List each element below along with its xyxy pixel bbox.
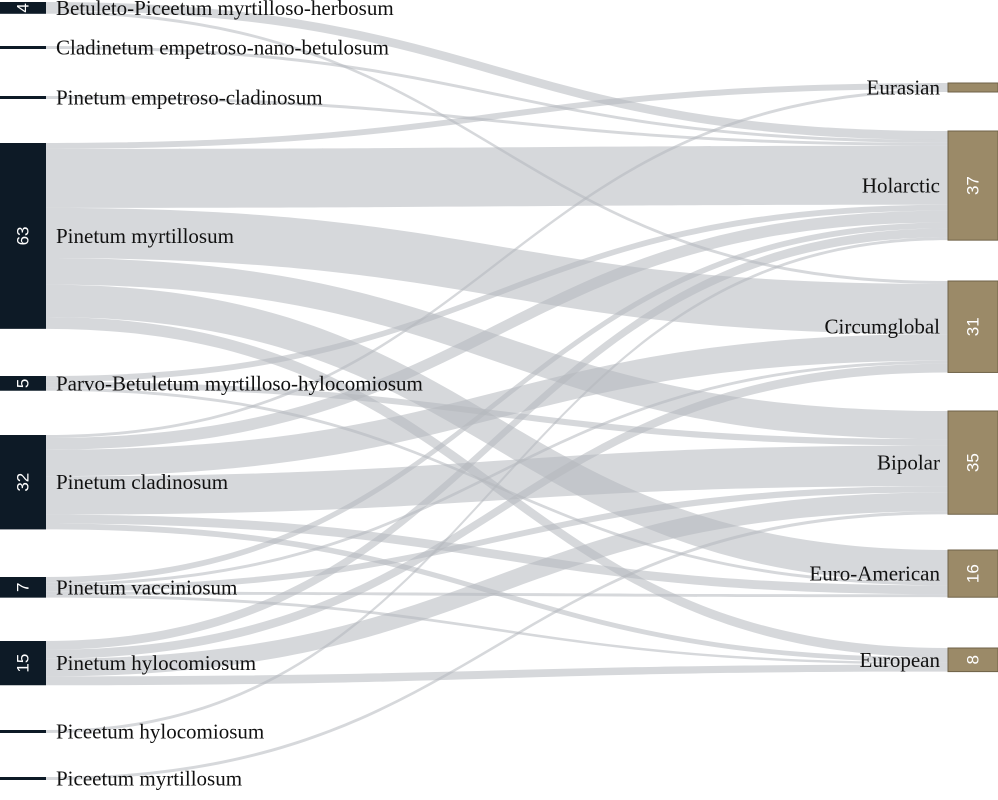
target-label: Holarctic bbox=[862, 174, 940, 198]
flow-pinetum-hylocomiosum-to-circumglobal bbox=[46, 363, 948, 659]
node-layer bbox=[0, 2, 998, 780]
source-value: 7 bbox=[14, 583, 33, 592]
flow-pinetum-hylocomiosum-to-bipolar bbox=[46, 492, 948, 677]
flow-pinetum-empetroso-cladinosum-to-holarctic bbox=[46, 96, 948, 146]
source-label: Pinetum myrtillosum bbox=[56, 224, 234, 248]
source-value: 15 bbox=[14, 654, 33, 673]
flow-pinetum-vacciniosum-to-euro-american bbox=[46, 591, 948, 598]
source-node-pinetum-myrtillosum bbox=[0, 143, 46, 329]
source-value: 5 bbox=[14, 379, 33, 388]
flow-pinetum-cladinosum-to-bipolar bbox=[46, 445, 948, 515]
flow-pinetum-myrtillosum-to-circumglobal bbox=[46, 207, 948, 335]
source-node-pinetum-vacciniosum bbox=[0, 577, 46, 598]
source-value: 4 bbox=[14, 3, 33, 12]
target-node-euro-american bbox=[947, 549, 998, 598]
target-label: Circumglobal bbox=[825, 315, 941, 339]
source-label: Parvo-Betuletum myrtilloso-hylocomiosum bbox=[56, 371, 423, 395]
flow-pinetum-cladinosum-to-holarctic bbox=[46, 210, 948, 450]
flow-pinetum-vacciniosum-to-holarctic bbox=[46, 222, 948, 583]
source-node-pinetum-cladinosum bbox=[0, 435, 46, 530]
flow-layer bbox=[46, 2, 948, 780]
flow-betuleto-piceetum-myrtilloso-herbosum-to-holarctic bbox=[46, 2, 948, 140]
flow-pinetum-cladinosum-to-euro-american bbox=[46, 514, 948, 595]
flow-piceetum-myrtillosum-to-bipolar bbox=[46, 511, 948, 780]
source-node-betuleto-piceetum-myrtilloso-herbosum bbox=[0, 2, 46, 14]
flow-pinetum-myrtillosum-to-euro-american bbox=[46, 284, 948, 583]
source-label: Pinetum cladinosum bbox=[56, 470, 228, 494]
source-label: Piceetum myrtillosum bbox=[56, 767, 242, 791]
target-label: Euro-American bbox=[809, 562, 940, 586]
target-node-european bbox=[947, 647, 998, 673]
flow-cladinetum-empetroso-nano-betulosum-to-holarctic bbox=[46, 46, 948, 143]
flow-pinetum-cladinosum-to-eurasian bbox=[46, 89, 948, 438]
flow-pinetum-hylocomiosum-to-holarctic bbox=[46, 228, 948, 650]
source-node-cladinetum-empetroso-nano-betulosum bbox=[0, 46, 46, 49]
source-label: Pinetum hylocomiosum bbox=[56, 651, 256, 675]
flow-pinetum-vacciniosum-to-european bbox=[46, 594, 948, 665]
target-value: 8 bbox=[964, 655, 983, 664]
source-label: Betuleto-Piceetum myrtilloso-herbosum bbox=[56, 0, 394, 20]
source-node-piceetum-myrtillosum bbox=[0, 777, 46, 780]
source-node-piceetum-hylocomiosum bbox=[0, 730, 46, 733]
source-node-pinetum-hylocomiosum bbox=[0, 641, 46, 686]
flow-piceetum-hylocomiosum-to-holarctic bbox=[46, 237, 948, 733]
flow-pinetum-myrtillosum-to-bipolar bbox=[46, 258, 948, 440]
target-value: 35 bbox=[964, 453, 983, 472]
flow-pinetum-myrtillosum-to-holarctic bbox=[46, 145, 948, 208]
label-layer: Betuleto-Piceetum myrtilloso-herbosum 4Cl… bbox=[14, 0, 983, 791]
target-label: Eurasian bbox=[867, 76, 941, 100]
flow-pinetum-myrtillosum-to-eurasian bbox=[46, 83, 948, 149]
target-value: 37 bbox=[964, 176, 983, 195]
target-value: 16 bbox=[964, 564, 983, 583]
source-label: Pinetum empetroso-cladinosum bbox=[56, 86, 323, 110]
source-value: 32 bbox=[14, 473, 33, 492]
source-label: Piceetum hylocomiosum bbox=[56, 720, 264, 744]
source-value: 63 bbox=[14, 226, 33, 245]
source-node-parvo-betuletum-myrtilloso-hylocomiosum bbox=[0, 376, 46, 391]
target-label: Bipolar bbox=[877, 451, 940, 475]
target-value: 31 bbox=[964, 317, 983, 336]
source-node-pinetum-empetroso-cladinosum bbox=[0, 96, 46, 99]
flow-pinetum-vacciniosum-to-bipolar bbox=[46, 486, 948, 592]
target-node-eurasian bbox=[947, 82, 998, 93]
flow-pinetum-vacciniosum-to-circumglobal bbox=[46, 360, 948, 586]
target-node-holarctic bbox=[947, 130, 998, 241]
source-label: Cladinetum empetroso-nano-betulosum bbox=[56, 36, 389, 60]
source-label: Pinetum vacciniosum bbox=[56, 575, 237, 599]
target-label: European bbox=[860, 648, 941, 672]
flow-parvo-betuletum-myrtilloso-hylocomiosum-to-holarctic bbox=[46, 204, 948, 382]
target-node-circumglobal bbox=[947, 280, 998, 373]
target-node-bipolar bbox=[947, 410, 998, 515]
